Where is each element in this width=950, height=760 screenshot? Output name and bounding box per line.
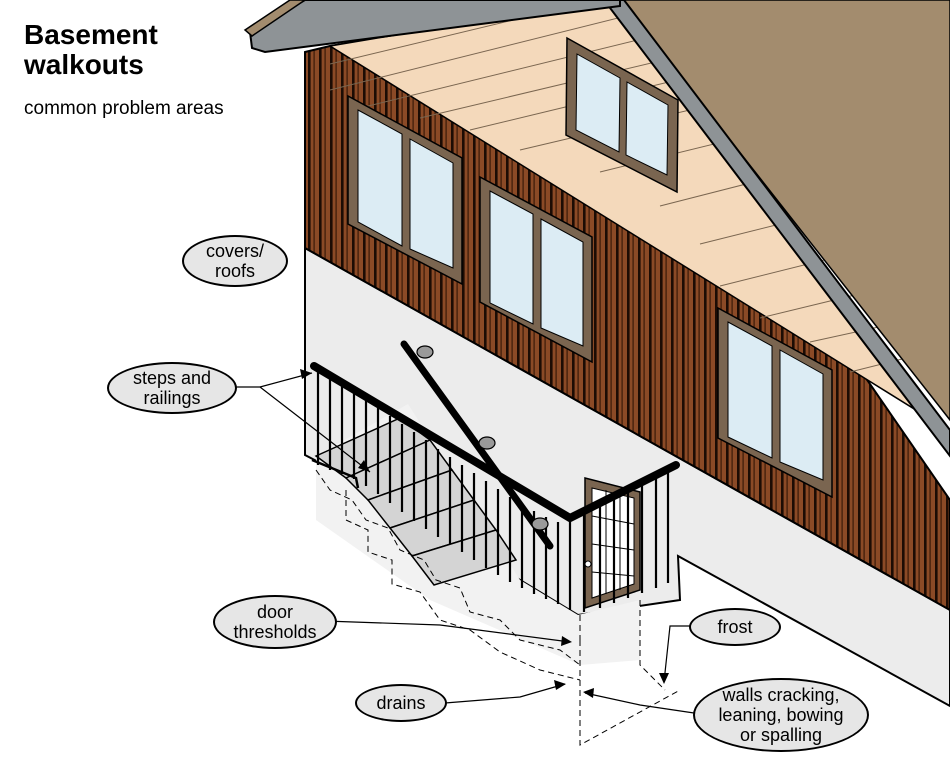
callout-steps-railings: steps and railings [107,362,237,414]
callout-door-line-2: thresholds [233,622,317,642]
leader-arrowheads [300,369,669,698]
callout-covers-line-2: roofs [214,261,256,281]
railing-posts [316,370,670,612]
leader-lines [235,372,695,714]
callout-frost-line-1: frost [717,617,753,637]
callout-drains-line-1: drains [376,693,426,713]
title-line-1: Basement [24,19,158,50]
callout-walls-line-1: walls cracking, [722,685,840,705]
roof-eave-top [243,0,307,37]
hidden-footing-lines [315,469,681,746]
roof-trim [602,0,950,458]
window-middle [479,175,593,364]
callout-walls: walls cracking, leaning, bowing or spall… [693,678,869,752]
downspout [400,340,554,550]
window-right [717,306,833,499]
diagram-subtitle: common problem areas [24,98,224,119]
callout-drains: drains [355,684,447,722]
callout-steps-line-1: steps and [132,368,212,388]
diagram-title: Basement walkouts [24,20,158,80]
window-upper-left [347,94,463,286]
callout-walls-line-3: or spalling [739,725,823,745]
stair-rail [311,458,360,489]
callout-covers-line-1: covers/ [205,241,265,261]
roof-eave-left [248,0,621,54]
callout-walls-line-2: leaning, bowing [718,705,844,725]
handrail [310,362,680,522]
title-line-2: walkouts [24,49,144,80]
callout-covers-roofs: covers/ roofs [182,235,288,287]
callout-steps-line-2: railings [143,388,201,408]
callout-frost: frost [689,608,781,646]
window-dormer [565,36,679,194]
downspout-straps [416,345,549,531]
callout-door-thresholds: door thresholds [213,595,337,649]
callout-door-line-1: door [256,602,294,622]
